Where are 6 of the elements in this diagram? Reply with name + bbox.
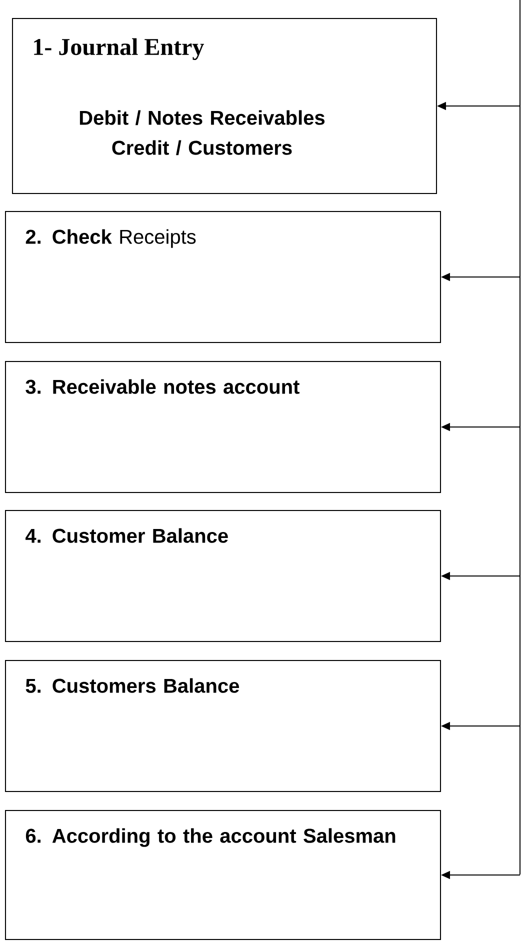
process-box: 4. Customer Balance xyxy=(5,510,441,642)
process-box: 3. Receivable notes account xyxy=(5,361,441,493)
process-box: 6. According to the account Salesman xyxy=(5,810,441,940)
process-box: 5. Customers Balance xyxy=(5,660,441,792)
process-box: 2. Check Receipts xyxy=(5,211,441,343)
process-box: 1- Journal Entry Debit / Notes Receivables Credit / Customers xyxy=(12,18,437,194)
